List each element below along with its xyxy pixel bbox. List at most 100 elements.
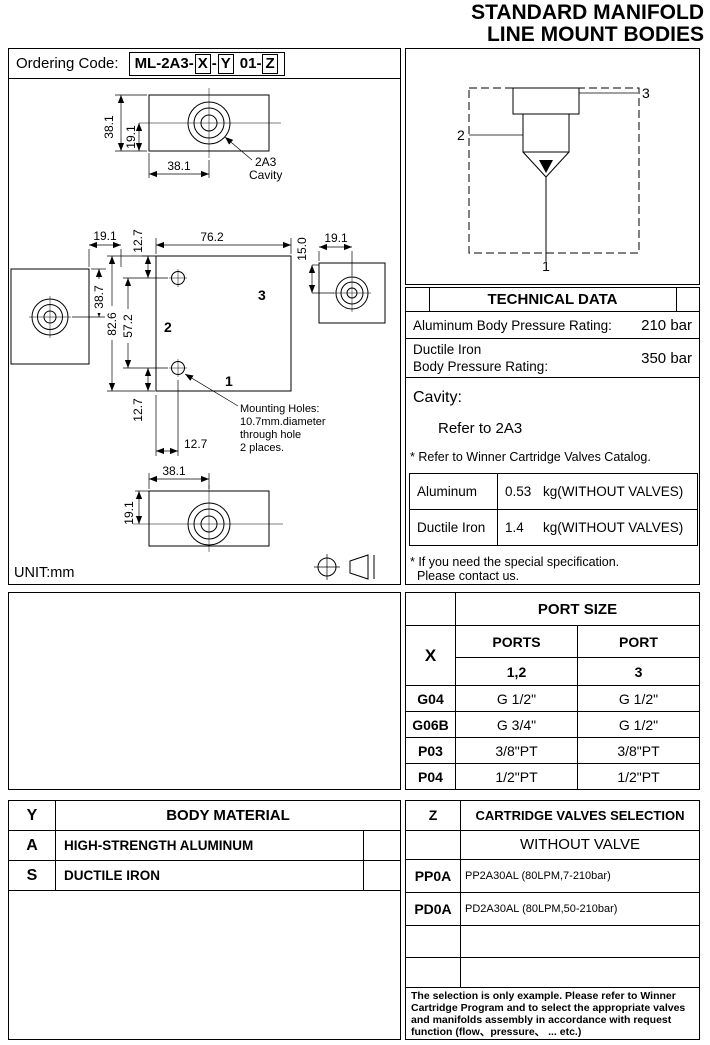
table-row: 1,2 3 bbox=[406, 657, 700, 686]
plan-view bbox=[155, 255, 292, 392]
material-label: HIGH-STRENGTH ALUMINUM bbox=[56, 831, 364, 860]
table-row: P04 1/2"PT 1/2"PT bbox=[405, 763, 700, 790]
plan-port1-label: 1 bbox=[225, 373, 233, 389]
mounting-note-line1: Mounting Holes: bbox=[240, 403, 320, 415]
drawing-texts: 38.1 19.1 38.1 2A3 Cavity 19.1 12.7 76.2… bbox=[14, 115, 348, 581]
weight-unit: kg(WITHOUT VALVES) bbox=[543, 520, 684, 535]
port-value-3: 3/8"PT bbox=[577, 737, 700, 764]
without-valve-label: WITHOUT VALVE bbox=[519, 836, 640, 854]
weight-material: Aluminum bbox=[409, 473, 498, 510]
aluminum-pressure-row: Aluminum Body Pressure Rating: 210 bar bbox=[406, 312, 699, 339]
code-x-box: X bbox=[194, 53, 211, 74]
material-label: DUCTILE IRON bbox=[56, 861, 364, 890]
cavity-value: Refer to 2A3 bbox=[438, 420, 523, 437]
cartridge-valves-panel: Z CARTRIDGE VALVES SELECTION WITHOUT VAL… bbox=[405, 800, 700, 1040]
code-prefix: ML-2A3- bbox=[134, 54, 194, 72]
port-code: G04 bbox=[405, 685, 456, 712]
schematic-panel: 3 2 1 bbox=[405, 48, 700, 285]
page-title: STANDARD MANIFOLD LINE MOUNT BODIES bbox=[290, 2, 704, 46]
aluminum-pressure-value: 210 bar bbox=[641, 316, 692, 334]
page-title-line1: STANDARD MANIFOLD bbox=[471, 1, 704, 24]
cavity-callout-line2: Cavity bbox=[249, 168, 282, 182]
technical-data-panel: TECHNICAL DATA Aluminum Body Pressure Ra… bbox=[405, 287, 700, 585]
table-row: Ductile Iron 1.4 kg(WITHOUT VALVES) bbox=[409, 509, 698, 546]
poppet-symbol bbox=[539, 160, 553, 173]
plan-port3-label: 3 bbox=[258, 287, 266, 303]
schematic-port1-label: 1 bbox=[542, 258, 550, 274]
weight-value: 1.4 bbox=[505, 520, 524, 535]
mounting-note-line3: through hole bbox=[240, 429, 301, 441]
port-size-table: PORT SIZE X PORTS PORT 1,2 3 G04 G 1/2" … bbox=[405, 592, 700, 790]
dim-text-masks bbox=[92, 279, 135, 343]
port-size-x-header: X bbox=[405, 625, 456, 686]
schematic-port2-label: 2 bbox=[457, 127, 465, 143]
dim-side-center: 38.7 bbox=[92, 285, 106, 309]
valve-code: PP0A bbox=[406, 860, 461, 892]
material-end-cell bbox=[364, 831, 400, 860]
dim-bottom-width: 38.1 bbox=[162, 464, 186, 478]
port-value-3: G 1/2" bbox=[577, 711, 700, 738]
empty-row bbox=[406, 958, 699, 988]
left-side-view bbox=[10, 268, 90, 365]
bottom-view-dimensions bbox=[135, 473, 210, 524]
body-material-title: BODY MATERIAL bbox=[166, 807, 290, 824]
dim-hole-spacing: 57.2 bbox=[121, 314, 135, 338]
aluminum-pressure-label: Aluminum Body Pressure Rating: bbox=[413, 317, 612, 333]
mounting-note-line2: 10.7mm.diameter bbox=[240, 416, 326, 428]
ductile-pressure-value: 350 bar bbox=[641, 349, 692, 367]
bottom-view bbox=[133, 485, 283, 552]
ordering-code-strip: Ordering Code: ML-2A3- X - Y 01- Z bbox=[9, 49, 400, 79]
weight-material: Ductile Iron bbox=[409, 509, 498, 546]
code-sep: - bbox=[211, 54, 217, 72]
cavity-callout-line1: 2A3 bbox=[255, 155, 277, 169]
drawing-panel: Ordering Code: ML-2A3- X - Y 01- Z bbox=[8, 48, 401, 585]
cartridge-title: CARTRIDGE VALVES SELECTION bbox=[475, 807, 685, 823]
code-mid: 01- bbox=[239, 54, 262, 72]
body-material-header: Y BODY MATERIAL bbox=[9, 801, 400, 831]
dim-plan-top-offset: 12.7 bbox=[131, 229, 145, 253]
weight-value-cell: 1.4 kg(WITHOUT VALVES) bbox=[497, 509, 698, 546]
empty-row bbox=[406, 926, 699, 958]
without-valve-code-cell bbox=[406, 830, 461, 860]
table-row: X PORTS PORT bbox=[405, 625, 700, 686]
code-z-box: Z bbox=[262, 53, 278, 74]
cavity-label: Cavity: bbox=[413, 389, 462, 406]
port-value-3: G 1/2" bbox=[577, 685, 700, 712]
valve-description: PP2A30AL (80LPM,7-210bar) bbox=[465, 870, 611, 883]
valve-description: PD2A30AL (80LPM,50-210bar) bbox=[465, 903, 618, 916]
blank-panel bbox=[8, 592, 401, 790]
material-code: S bbox=[9, 861, 56, 890]
schematic-port3-label: 3 bbox=[642, 85, 650, 101]
table-row: PD0A PD2A30AL (80LPM,50-210bar) bbox=[406, 892, 699, 927]
top-view-dimensions bbox=[115, 94, 253, 178]
material-code: A bbox=[9, 831, 56, 860]
code-y-box: Y bbox=[217, 53, 234, 74]
port-code: G06B bbox=[405, 711, 456, 738]
valve-code: PD0A bbox=[406, 892, 461, 926]
plan-port2-label: 2 bbox=[164, 319, 172, 335]
special-note: * If you need the special specification.… bbox=[406, 546, 699, 583]
special-note-line1: * If you need the special specification. bbox=[410, 555, 620, 569]
port-value-12: G 1/2" bbox=[455, 685, 578, 712]
technical-data-header: TECHNICAL DATA bbox=[406, 288, 699, 312]
dim-plan-left-offset: 19.1 bbox=[93, 229, 117, 243]
port-sub-header: 3 bbox=[577, 657, 700, 686]
dim-plan-width: 76.2 bbox=[200, 230, 224, 244]
body-material-panel: Y BODY MATERIAL A HIGH-STRENGTH ALUMINUM… bbox=[8, 800, 401, 1040]
dim-plan-height: 82.6 bbox=[105, 312, 119, 336]
technical-drawing: 38.1 19.1 38.1 2A3 Cavity 19.1 12.7 76.2… bbox=[10, 88, 386, 581]
page-title-line2: LINE MOUNT BODIES bbox=[486, 23, 704, 46]
port-value-12: 3/8"PT bbox=[455, 737, 578, 764]
table-row: S DUCTILE IRON bbox=[9, 861, 400, 891]
port-code: P04 bbox=[405, 763, 456, 790]
dim-plan-bottom-offset: 12.7 bbox=[131, 398, 145, 422]
port-code: P03 bbox=[405, 737, 456, 764]
port-value-3: 1/2"PT bbox=[577, 763, 700, 790]
table-row: PP0A PP2A30AL (80LPM,7-210bar) bbox=[406, 860, 699, 893]
ductile-pressure-row: Ductile Iron Body Pressure Rating: 350 b… bbox=[406, 339, 699, 378]
catalog-note: * Refer to Winner Cartridge Valves Catal… bbox=[410, 450, 651, 464]
ductile-pressure-label: Ductile Iron Body Pressure Rating: bbox=[413, 342, 549, 374]
